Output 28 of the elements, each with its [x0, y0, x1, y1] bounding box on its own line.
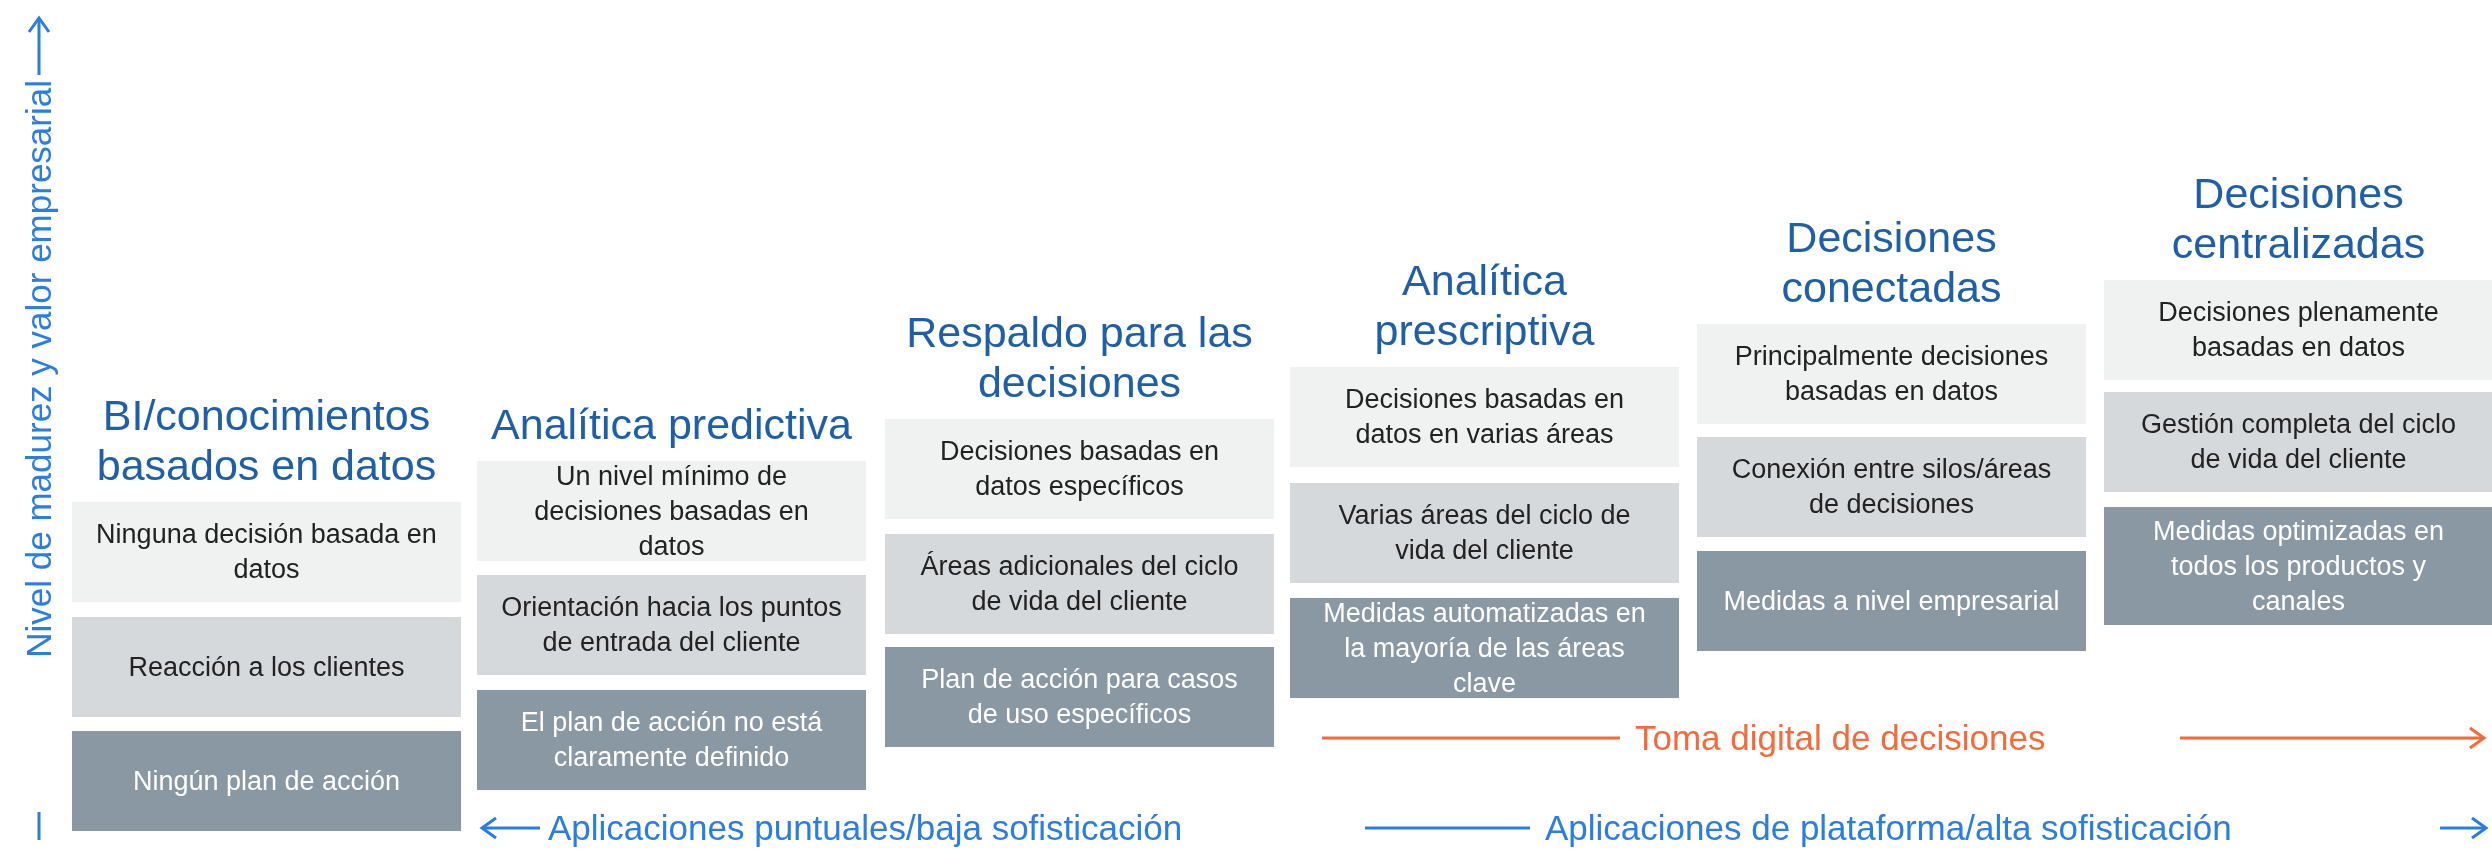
- stage-title: Decisiones conectadas: [1780, 212, 2003, 312]
- step-box: Ningún plan de acción: [72, 731, 461, 831]
- stage-title: Analítica prescriptiva: [1373, 255, 1596, 355]
- step-box: Decisiones basadas en datos específicos: [885, 419, 1274, 519]
- step-box: Conexión entre silos/áreas de decisiones: [1697, 437, 2086, 537]
- axis-label: Nivel de madurez y valor empresarial: [18, 80, 59, 658]
- step-box: Medidas a nivel empresarial: [1697, 551, 2086, 651]
- stage-title: BI/conocimientos basados en datos: [95, 390, 438, 490]
- step-box: Gestión completa del ciclo de vida del cliente: [2104, 392, 2492, 492]
- stage-title: Respaldo para las decisiones: [905, 307, 1254, 407]
- step-box: Áreas adicionales del ciclo de vida del cliente: [885, 534, 1274, 634]
- stage-title: Analítica predictiva: [490, 399, 853, 449]
- step-box: Medidas optimizadas en todos los productos y canales: [2104, 507, 2492, 625]
- step-box: Reacción a los clientes: [72, 617, 461, 717]
- step-box: Un nivel mínimo de decisiones basadas en datos: [477, 461, 866, 561]
- step-box: El plan de acción no está claramente definido: [477, 690, 866, 790]
- step-box: Principalmente decisiones basadas en datos: [1697, 324, 2086, 424]
- step-box: Decisiones basadas en datos en varias áreas: [1290, 367, 1679, 467]
- axis-label: Aplicaciones puntuales/baja sofisticación: [548, 807, 1183, 849]
- axis-label: Toma digital de decisiones: [1635, 717, 2046, 759]
- step-box: Medidas automatizadas en la mayoría de las áreas clave: [1290, 598, 1679, 698]
- stage-title: Decisiones centralizadas: [2170, 168, 2427, 268]
- step-box: Varias áreas del ciclo de vida del cliente: [1290, 483, 1679, 583]
- step-box: Ninguna decisión basada en datos: [72, 502, 461, 602]
- step-box: Decisiones plenamente basadas en datos: [2104, 280, 2492, 380]
- step-box: Orientación hacia los puntos de entrada del cliente: [477, 575, 866, 675]
- step-box: Plan de acción para casos de uso específicos: [885, 647, 1274, 747]
- axis-label: Aplicaciones de plataforma/alta sofisticación: [1545, 807, 2232, 849]
